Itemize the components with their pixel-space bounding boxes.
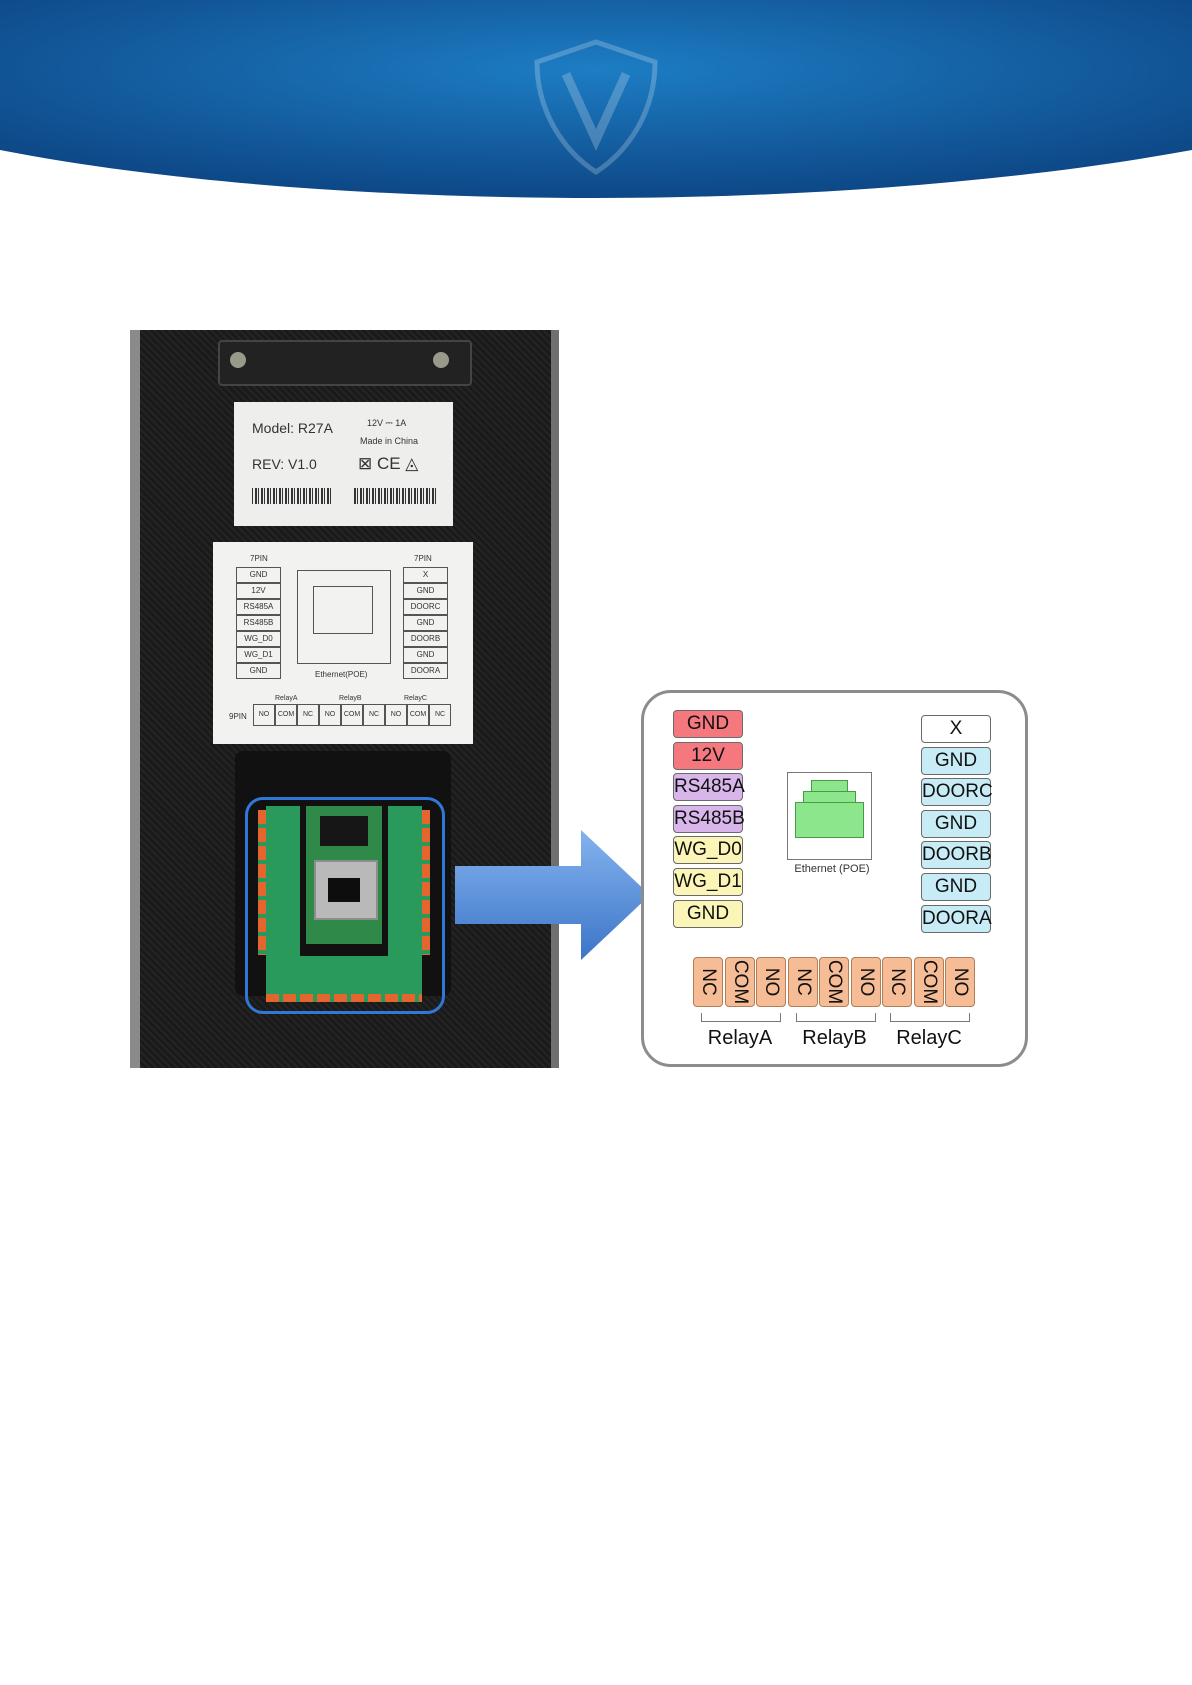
relay-group-label: RelayA	[693, 1027, 787, 1050]
relay-pin-label: NO	[949, 968, 971, 997]
photo-left-pin: WG_D0	[236, 631, 281, 647]
relay-pin: COM	[819, 957, 849, 1007]
relay-group-brace	[890, 1013, 970, 1022]
relay-group-brace	[701, 1013, 781, 1022]
relay-pin-label: NC	[792, 968, 814, 995]
relay-pin-label: COM	[823, 960, 845, 1004]
left-header-text: 7PIN	[250, 554, 268, 563]
power-text: 12V ⎓ 1A	[367, 418, 406, 429]
photo-left-pin: GND	[236, 663, 281, 679]
relay-pin-label: COM	[918, 960, 940, 1004]
made-in-text: Made in China	[360, 436, 418, 446]
photo-bottom-pin: NO	[385, 704, 407, 726]
model-sticker: Model: R27A 12V ⎓ 1A Made in China REV: …	[234, 402, 453, 526]
relay-b-header: RelayB	[339, 695, 362, 702]
photo-left-pin: RS485A	[236, 599, 281, 615]
photo-right-pin: GND	[403, 647, 448, 663]
relay-pin-label: NO	[855, 968, 877, 997]
bottom-header-text: 9PIN	[229, 712, 247, 721]
photo-bottom-pin: NO	[253, 704, 275, 726]
diagram-right-pin: DOORC	[921, 778, 991, 806]
relay-pin: NO	[756, 957, 786, 1007]
diagram-right-pin: GND	[921, 873, 991, 901]
barcode-icon	[252, 488, 332, 504]
terminal-highlight-box	[245, 797, 445, 1014]
photo-left-pin: RS485B	[236, 615, 281, 631]
header-banner	[0, 0, 1192, 200]
ethernet-label: Ethernet (POE)	[787, 863, 877, 875]
relay-c-header: RelayC	[404, 695, 427, 702]
relay-pin: NC	[788, 957, 818, 1007]
photo-left-pin: GND	[236, 567, 281, 583]
relay-pin-label: NC	[697, 968, 719, 995]
relay-a-header: RelayA	[275, 695, 298, 702]
diagram-left-pin: RS485B	[673, 805, 743, 833]
screw-icon	[230, 352, 246, 368]
diagram-right-pin: GND	[921, 747, 991, 775]
relay-pin: NO	[851, 957, 881, 1007]
photo-left-pin: WG_D1	[236, 647, 281, 663]
relay-group-label: RelayC	[882, 1027, 976, 1050]
diagram-left-pin: WG_D1	[673, 868, 743, 896]
photo-bottom-pin: NC	[429, 704, 451, 726]
relay-pin: COM	[725, 957, 755, 1007]
relay-group-label: RelayB	[788, 1027, 882, 1050]
ethernet-text: Ethernet(POE)	[315, 670, 367, 679]
diagram-right-pin: X	[921, 715, 991, 743]
photo-bottom-pin: COM	[275, 704, 297, 726]
ethernet-jack-icon	[795, 780, 864, 843]
photo-right-pin: GND	[403, 583, 448, 599]
photo-right-pin: DOORC	[403, 599, 448, 615]
model-text: Model: R27A	[252, 420, 333, 436]
relay-pin: NC	[882, 957, 912, 1007]
photo-bottom-pin: COM	[407, 704, 429, 726]
right-header-text: 7PIN	[414, 554, 432, 563]
relay-pin-label: COM	[729, 960, 751, 1004]
diagram-right-pin: DOORA	[921, 905, 991, 933]
photo-bottom-pin: COM	[341, 704, 363, 726]
relay-pin: COM	[914, 957, 944, 1007]
relay-group-brace	[796, 1013, 876, 1022]
relay-pin: NO	[945, 957, 975, 1007]
diagram-right-pin: DOORB	[921, 841, 991, 869]
diagram-right-pin: GND	[921, 810, 991, 838]
photo-right-pin: DOORA	[403, 663, 448, 679]
photo-bottom-pin: NO	[319, 704, 341, 726]
revision-text: REV: V1.0	[252, 456, 317, 472]
diagram-left-pin: RS485A	[673, 773, 743, 801]
arrow-right-icon	[455, 830, 655, 960]
diagram-left-pin: 12V	[673, 742, 743, 770]
relay-pin-label: NC	[886, 968, 908, 995]
screw-icon	[433, 352, 449, 368]
photo-bottom-pin: NC	[297, 704, 319, 726]
diagram-left-pin: GND	[673, 900, 743, 928]
barcode-icon	[354, 488, 438, 504]
diagram-left-pin: GND	[673, 710, 743, 738]
photo-right-pin: X	[403, 567, 448, 583]
photo-right-pin: DOORB	[403, 631, 448, 647]
ethernet-jack-icon	[313, 586, 373, 634]
diagram-left-pin: WG_D0	[673, 836, 743, 864]
photo-bottom-pin: NC	[363, 704, 385, 726]
certification-marks-icon: ⊠ CE ◬	[358, 454, 418, 474]
relay-pin-label: NO	[760, 968, 782, 997]
relay-pin: NC	[693, 957, 723, 1007]
photo-right-pin: GND	[403, 615, 448, 631]
photo-left-pin: 12V	[236, 583, 281, 599]
